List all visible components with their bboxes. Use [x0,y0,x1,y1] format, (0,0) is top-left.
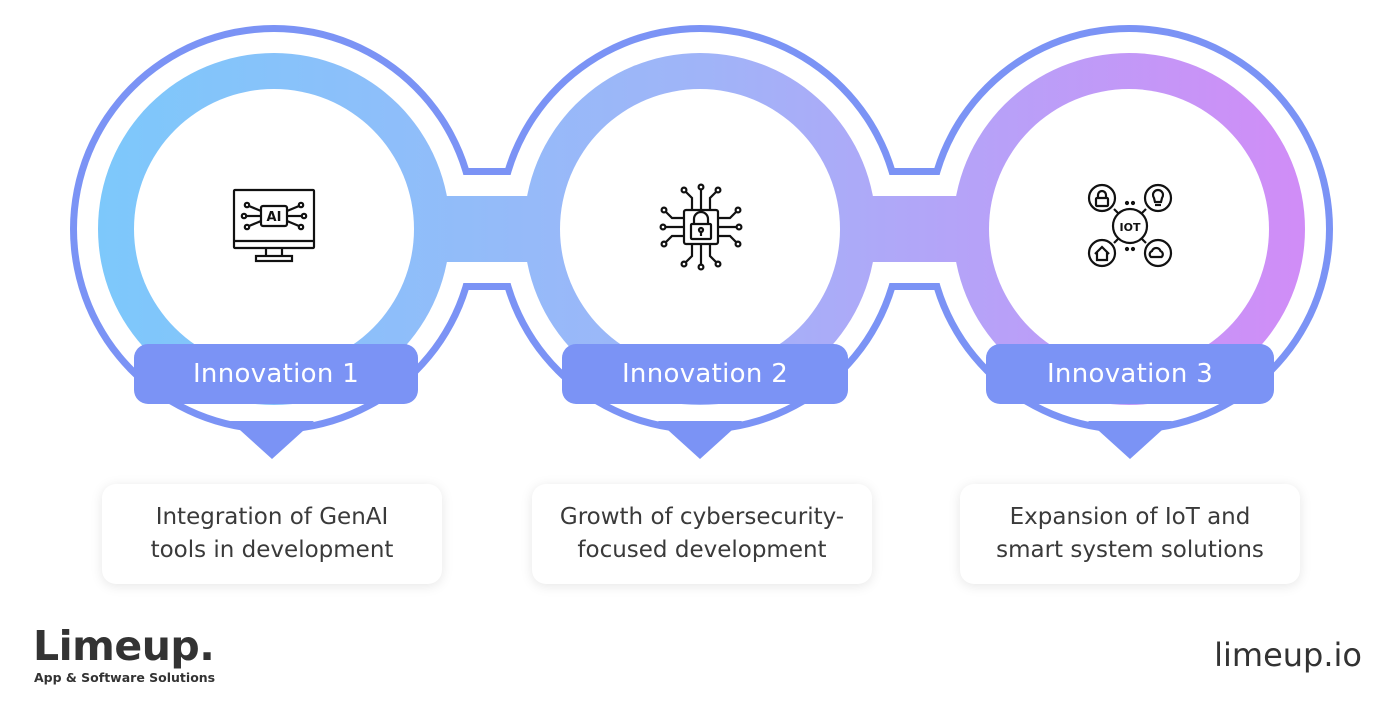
innovation-1-badge: Innovation 1 [134,344,418,404]
circuit-lock-icon [659,183,743,271]
innovation-2-card: Growth of cybersecurity- focused develop… [532,484,872,584]
iot-network-icon: IOT [1087,183,1173,268]
innovation-1-arrow [230,421,314,459]
logo-tagline: App & Software Solutions [34,670,216,685]
ai-monitor-icon: AI [232,188,316,263]
limeup-logo: Limeup. [33,622,215,670]
website-label: limeup.io [1214,636,1362,674]
innovation-3-arrow [1088,421,1172,459]
inner-circle-1 [134,89,414,369]
innovation-2-badge: Innovation 2 [562,344,848,404]
innovation-3-description: Expansion of IoT and smart system soluti… [996,504,1264,563]
iot-icon-text: IOT [1120,221,1141,234]
innovation-2-description: Growth of cybersecurity- focused develop… [559,504,845,563]
innovation-3-label: Innovation 3 [1046,359,1214,389]
innovation-1-card: Integration of GenAI tools in developmen… [102,484,442,584]
innovation-3-badge: Innovation 3 [986,344,1274,404]
innovation-1-label: Innovation 1 [192,359,360,389]
innovation-1-description: Integration of GenAI tools in developmen… [150,504,394,563]
innovation-2-arrow [658,421,742,459]
inner-circle-3 [989,89,1269,369]
innovation-2-label: Innovation 2 [621,359,789,389]
innovation-3-card: Expansion of IoT and smart system soluti… [960,484,1300,584]
ai-icon-text: AI [267,210,282,225]
